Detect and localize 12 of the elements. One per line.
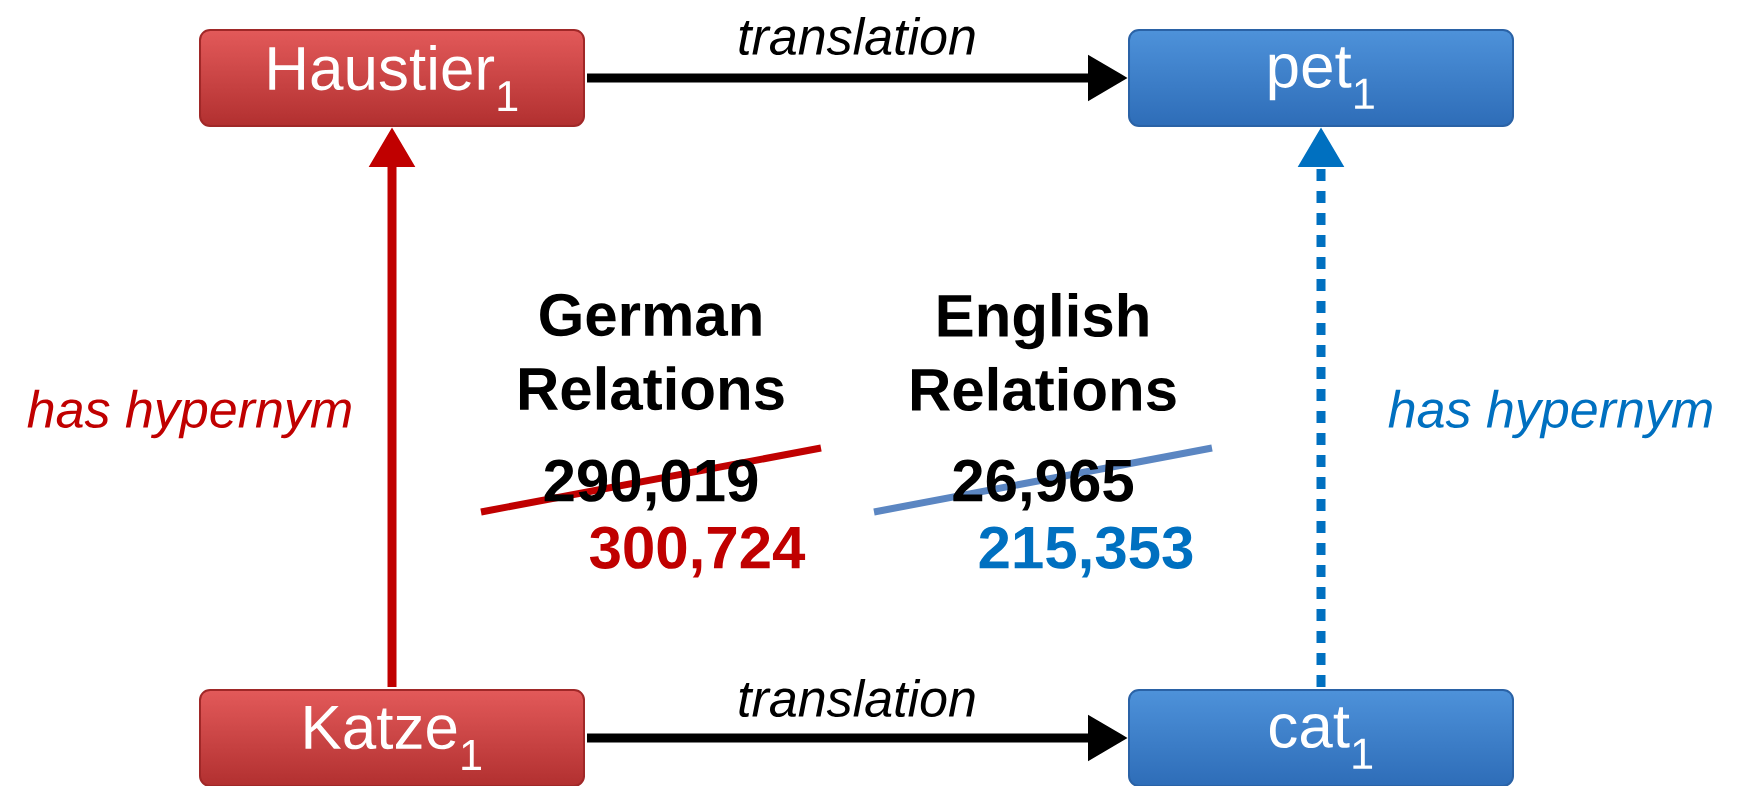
count: 215,353: [979, 526, 1193, 578]
term-box: Haustier$_{1}$: [199, 29, 585, 127]
edge-label: has hypernym: [1388, 389, 1712, 439]
count: 300,724: [589, 526, 806, 578]
heading: German Relations: [520, 293, 784, 411]
term-box: cat$_{1}$: [1128, 689, 1514, 786]
edge-label: translation: [739, 678, 975, 718]
term-box: Katze$_{1}$: [199, 689, 585, 786]
heading: English Relations: [912, 292, 1176, 411]
edge-label: translation: [739, 16, 975, 56]
term-box: pet$_{1}$: [1128, 29, 1514, 127]
edge-label: has hypernym: [27, 389, 351, 439]
